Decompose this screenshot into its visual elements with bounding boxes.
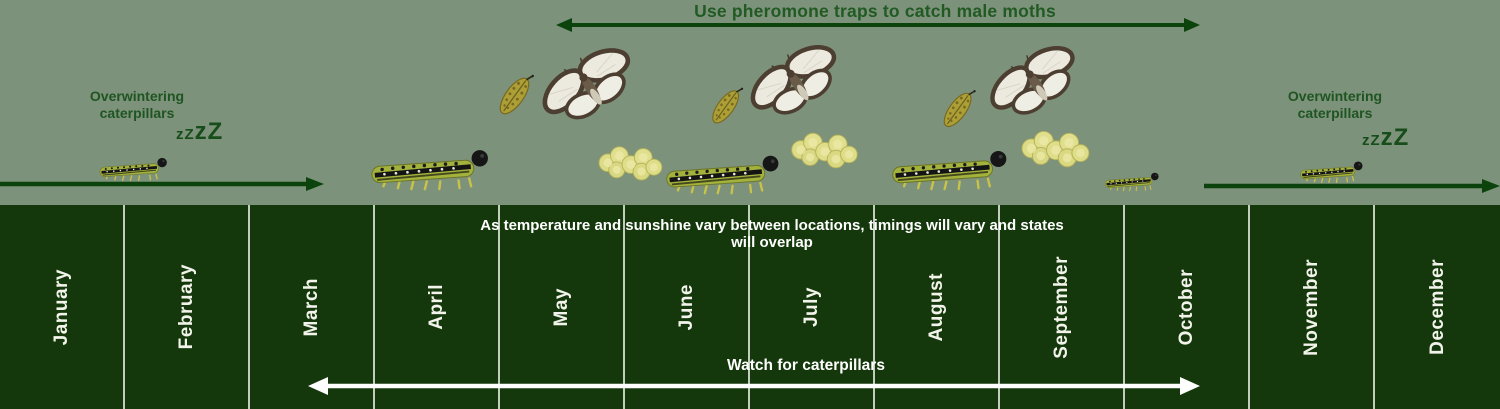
- pupa-image: [929, 79, 989, 137]
- egg-cluster-image: [789, 124, 859, 172]
- month-label: December: [1426, 259, 1448, 355]
- sleep-zz-small: zZ: [176, 126, 195, 143]
- month-label: April: [425, 284, 447, 330]
- sleep-zz-small: zZ: [1362, 132, 1381, 149]
- moth-image: [746, 41, 846, 123]
- month-label: September: [1050, 255, 1072, 359]
- month-col-july: July: [750, 205, 875, 409]
- overwintering-label-right: Overwintering caterpillars: [1287, 88, 1383, 122]
- pupa-image: [486, 63, 546, 125]
- moth-image: [986, 42, 1084, 123]
- month-label: October: [1175, 268, 1197, 346]
- month-col-june: June: [625, 205, 750, 409]
- month-col-may: May: [500, 205, 625, 409]
- variability-note: As temperature and sunshine vary between…: [480, 217, 1064, 251]
- caterpillar-image: [1298, 156, 1370, 184]
- sleep-zzz-right: zZzZ: [1362, 124, 1409, 152]
- month-col-march: March: [250, 205, 375, 409]
- months-band: January February March April May June July Augu…: [0, 205, 1500, 409]
- sleep-zz-large: zZ: [1380, 124, 1410, 151]
- month-col-december: December: [1375, 205, 1500, 409]
- caterpillar-image: [97, 152, 175, 182]
- pheromone-note: Use pheromone traps to catch male moths: [694, 1, 1056, 21]
- month-col-february: February: [125, 205, 250, 409]
- egg-cluster-image: [596, 138, 664, 184]
- month-col-september: September: [1000, 205, 1125, 409]
- month-col-november: November: [1250, 205, 1375, 409]
- month-label: June: [675, 283, 697, 331]
- sleep-zz-large: zZ: [194, 118, 224, 145]
- caterpillar-image: [367, 140, 502, 192]
- caterpillar-image: [888, 141, 1020, 192]
- overwintering-label-left: Overwintering caterpillars: [89, 88, 185, 122]
- month-label: March: [300, 277, 322, 337]
- month-label: January: [50, 268, 72, 346]
- caterpillar-image: [662, 146, 792, 196]
- month-label: November: [1300, 258, 1322, 356]
- month-col-october: October: [1125, 205, 1250, 409]
- month-col-august: August: [875, 205, 1000, 409]
- month-label: August: [925, 272, 947, 342]
- month-label: February: [175, 264, 197, 350]
- egg-cluster-image: [1020, 122, 1090, 171]
- moth-image: [538, 44, 640, 128]
- month-label: July: [800, 286, 822, 328]
- watch-note: Watch for caterpillars: [727, 357, 885, 374]
- sleep-zzz-left: zZzZ: [176, 118, 223, 146]
- month-col-january: January: [0, 205, 125, 409]
- month-col-april: April: [375, 205, 500, 409]
- month-label: May: [550, 287, 572, 327]
- caterpillar-image: [1103, 168, 1165, 192]
